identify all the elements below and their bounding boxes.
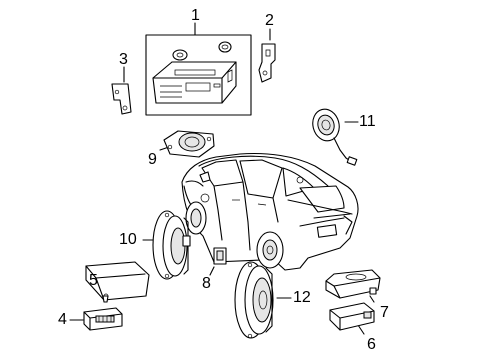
amplifier [325,269,381,303]
audio-module [69,307,123,331]
callout-6: 6 [367,336,376,353]
amplifier-cover [85,261,150,303]
callout-8: 8 [202,275,211,292]
rear-door-speaker [234,261,292,339]
callout-4: 4 [58,311,67,328]
callout-5: 5 [89,272,98,289]
callout-7: 7 [380,304,389,321]
vehicle-outline [181,153,359,271]
callout-2: 2 [265,12,274,29]
rear-speaker-with-harness [312,108,359,166]
callout-1: 1 [191,7,200,24]
front-door-speaker [142,210,191,280]
callout-9: 9 [148,151,157,168]
callout-3: 3 [119,51,128,68]
speaker-connector [209,247,227,276]
radio-head-unit [145,22,252,116]
callout-10: 10 [119,231,137,248]
callout-12: 12 [293,289,311,306]
radio-bracket-left [111,66,132,115]
radio-bracket-right [258,28,276,83]
callout-11: 11 [359,113,376,130]
front-tweeter [159,130,215,158]
control-module [329,302,375,335]
